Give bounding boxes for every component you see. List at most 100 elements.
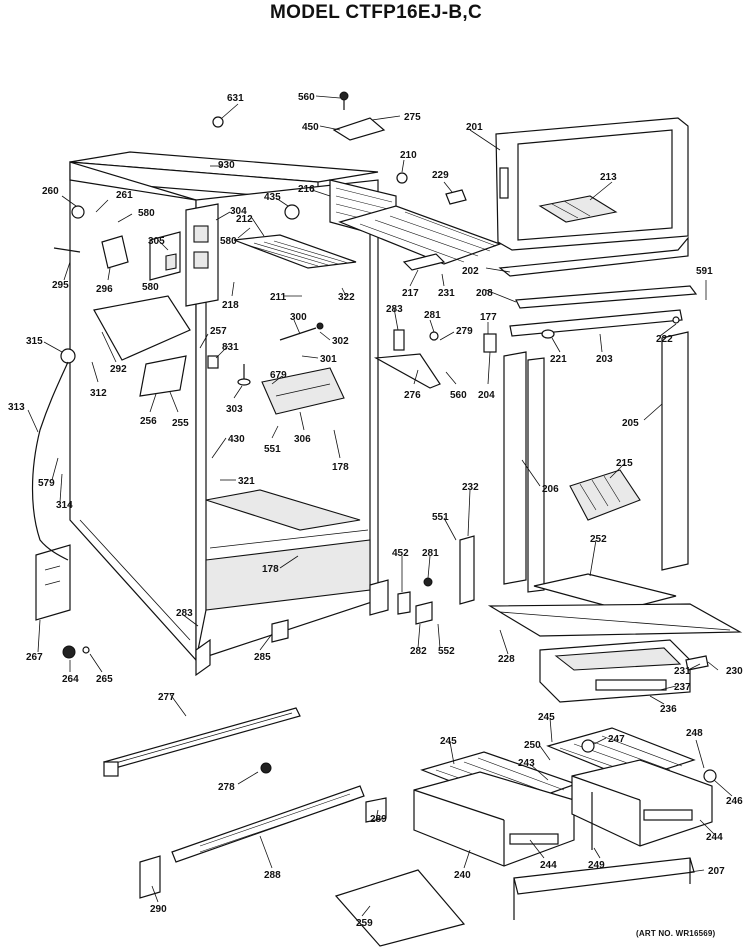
part-label: 249 [588, 860, 605, 871]
part-label: 552 [438, 646, 455, 657]
part-label: 236 [660, 704, 677, 715]
part-label: 288 [264, 870, 281, 881]
art-number: (ART NO. WR16569) [636, 929, 716, 938]
diagram-title: MODEL CTFP16EJ-B,C [270, 2, 482, 23]
part-label: 222 [656, 334, 673, 345]
part-label: 243 [518, 758, 535, 769]
part-label: 322 [338, 292, 355, 303]
part-label: 275 [404, 112, 421, 123]
part-label: 551 [432, 512, 449, 523]
part-label: 245 [538, 712, 555, 723]
part-label: 228 [498, 654, 515, 665]
part-label: 278 [218, 782, 235, 793]
part-label: 430 [228, 434, 245, 445]
part-label: 580 [220, 236, 237, 247]
part-label: 277 [158, 692, 175, 703]
part-label: 213 [600, 172, 617, 183]
part-label: 245 [440, 736, 457, 747]
part-label: 216 [298, 184, 315, 195]
part-label: 178 [332, 462, 349, 473]
part-label: 206 [542, 484, 559, 495]
part-label: 315 [26, 336, 43, 347]
part-label: 247 [608, 734, 625, 745]
part-label: 292 [110, 364, 127, 375]
part-label: 303 [226, 404, 243, 415]
part-label: 314 [56, 500, 73, 511]
part-label: 281 [422, 548, 439, 559]
lower-parts [62, 535, 475, 947]
part-label: 256 [140, 416, 157, 427]
part-label: 313 [8, 402, 25, 413]
part-label: 295 [52, 280, 69, 291]
part-label: 208 [476, 288, 493, 299]
part-label: 580 [138, 208, 155, 219]
hardware-parts [31, 91, 717, 783]
part-label: 178 [262, 564, 279, 575]
part-label: 212 [236, 214, 253, 225]
part-label: 237 [674, 682, 691, 693]
part-label: 257 [210, 326, 227, 337]
part-label: 679 [270, 370, 287, 381]
part-label: 312 [90, 388, 107, 399]
part-label: 221 [550, 354, 567, 365]
part-label: 306 [294, 434, 311, 445]
part-label: 261 [116, 190, 133, 201]
part-label: 240 [454, 870, 471, 881]
part-label: 218 [222, 300, 239, 311]
part-label: 435 [264, 192, 281, 203]
part-label: 201 [466, 122, 483, 133]
part-label: 177 [480, 312, 497, 323]
part-label: 207 [708, 866, 725, 877]
part-label: 244 [706, 832, 723, 843]
leader-lines [27, 95, 733, 917]
part-label: 283 [176, 608, 193, 619]
part-label: 579 [38, 478, 55, 489]
part-label: 290 [150, 904, 167, 915]
part-label: 211 [270, 292, 287, 303]
part-label: 452 [392, 548, 409, 559]
part-label: 231 [438, 288, 455, 299]
freezer-shelf-assembly [233, 179, 502, 271]
part-label: 215 [616, 458, 633, 469]
part-label: 301 [320, 354, 337, 365]
part-label: 250 [524, 740, 541, 751]
part-label: 259 [356, 918, 373, 929]
part-label: 305 [148, 236, 165, 247]
part-label: 560 [298, 92, 315, 103]
part-label: 302 [332, 336, 349, 347]
part-label: 283 [386, 304, 403, 315]
part-label: 229 [432, 170, 449, 181]
part-label: 252 [590, 534, 607, 545]
part-label: 230 [726, 666, 743, 677]
part-label: 281 [424, 310, 441, 321]
part-label: 276 [404, 390, 421, 401]
part-label: 260 [42, 186, 59, 197]
part-label: 831 [222, 342, 239, 353]
freezer-door-parts [495, 117, 698, 593]
crisper-drawers [413, 727, 713, 920]
part-label: 282 [410, 646, 427, 657]
crisper-assembly [487, 573, 743, 703]
part-label: 551 [264, 444, 281, 455]
part-label: 244 [540, 860, 557, 871]
part-label: 580 [142, 282, 159, 293]
part-label: 300 [290, 312, 307, 323]
part-number-labels: 631 560 275 450 201 930 210 229 213 260 … [8, 92, 743, 929]
part-label: 203 [596, 354, 613, 365]
part-label: 231 [674, 666, 691, 677]
part-label: 232 [462, 482, 479, 493]
part-label: 296 [96, 284, 113, 295]
part-label: 205 [622, 418, 639, 429]
part-label: 631 [227, 93, 244, 104]
part-label: 248 [686, 728, 703, 739]
part-label: 560 [450, 390, 467, 401]
part-label: 930 [218, 160, 235, 171]
part-label: 217 [402, 288, 419, 299]
part-label: 450 [302, 122, 319, 133]
part-label: 285 [254, 652, 271, 663]
part-label: 265 [96, 674, 113, 685]
part-label: 204 [478, 390, 495, 401]
part-label: 210 [400, 150, 417, 161]
